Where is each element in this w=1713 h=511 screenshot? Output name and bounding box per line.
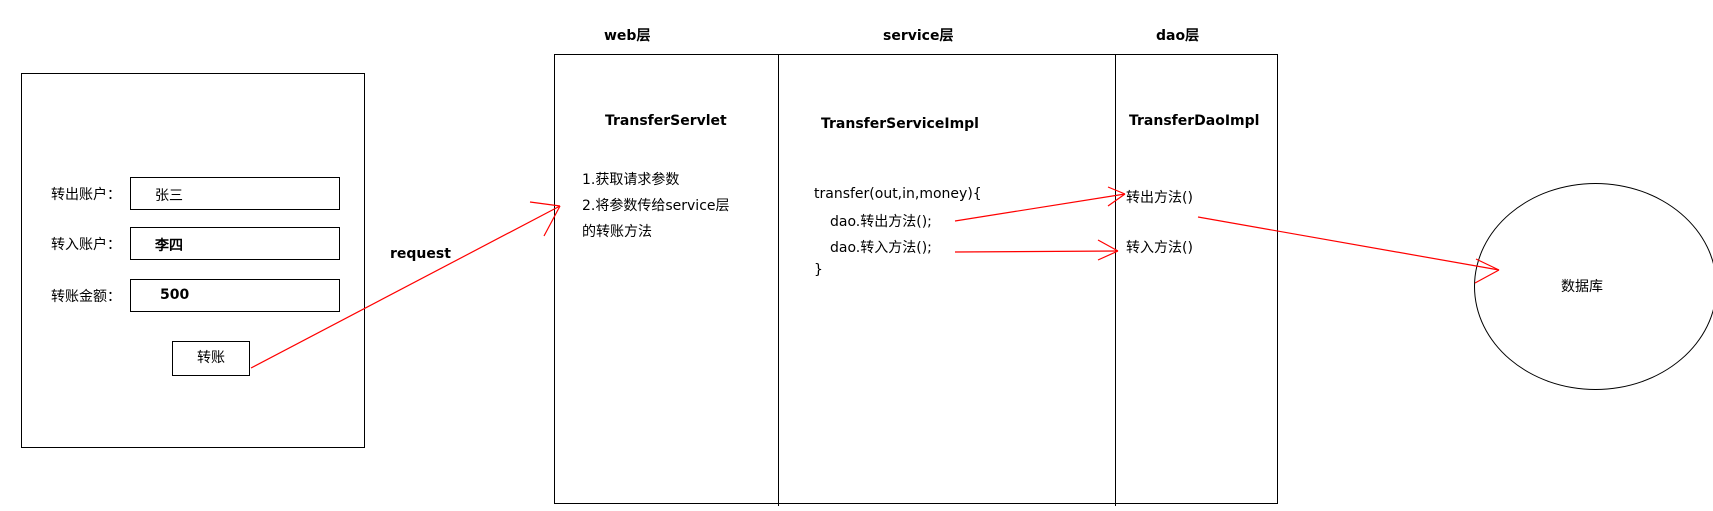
dao-method-out: 转出方法() (1126, 190, 1193, 206)
database-arrow (1197, 216, 1500, 284)
in-account-label: 转入账户： (51, 237, 121, 253)
amount-label: 转账金额： (51, 289, 121, 305)
request-label: request (390, 246, 451, 262)
web-service-divider (778, 54, 780, 506)
database-label: 数据库 (1561, 279, 1603, 295)
service-code-line-1: transfer(out,in,money){ (814, 186, 982, 202)
transfer-out-arrow (954, 186, 1126, 222)
in-account-field[interactable]: 李四 (130, 227, 340, 260)
database-ellipse (1474, 183, 1713, 390)
service-code-line-2: dao.转出方法(); (830, 214, 932, 230)
web-step-1: 1.获取请求参数 (582, 172, 680, 188)
amount-value: 500 (160, 287, 190, 303)
web-step-2: 2.将参数传给service层 (582, 198, 730, 214)
web-class-name: TransferServlet (605, 113, 727, 129)
transfer-in-arrow (954, 239, 1119, 261)
out-account-label: 转出账户： (51, 187, 121, 203)
transfer-form-panel (21, 73, 365, 448)
service-class-name: TransferServiceImpl (821, 116, 979, 132)
layers-container (554, 54, 1278, 504)
dao-layer-title: dao层 (1156, 28, 1200, 44)
request-arrow (250, 201, 561, 369)
dao-class-name: TransferDaoImpl (1129, 113, 1260, 129)
out-account-value: 张三 (155, 188, 183, 204)
web-layer-title: web层 (604, 28, 651, 44)
service-layer-title: service层 (883, 28, 954, 44)
service-dao-divider (1115, 54, 1117, 506)
web-step-3: 的转账方法 (582, 224, 652, 240)
service-code-line-4: } (814, 262, 823, 278)
service-code-line-3: dao.转入方法(); (830, 240, 932, 256)
in-account-value: 李四 (155, 238, 183, 254)
amount-field[interactable]: 500 (130, 279, 340, 312)
dao-method-in: 转入方法() (1126, 240, 1193, 256)
out-account-field[interactable]: 张三 (130, 177, 340, 210)
transfer-button[interactable]: 转账 (172, 341, 250, 376)
